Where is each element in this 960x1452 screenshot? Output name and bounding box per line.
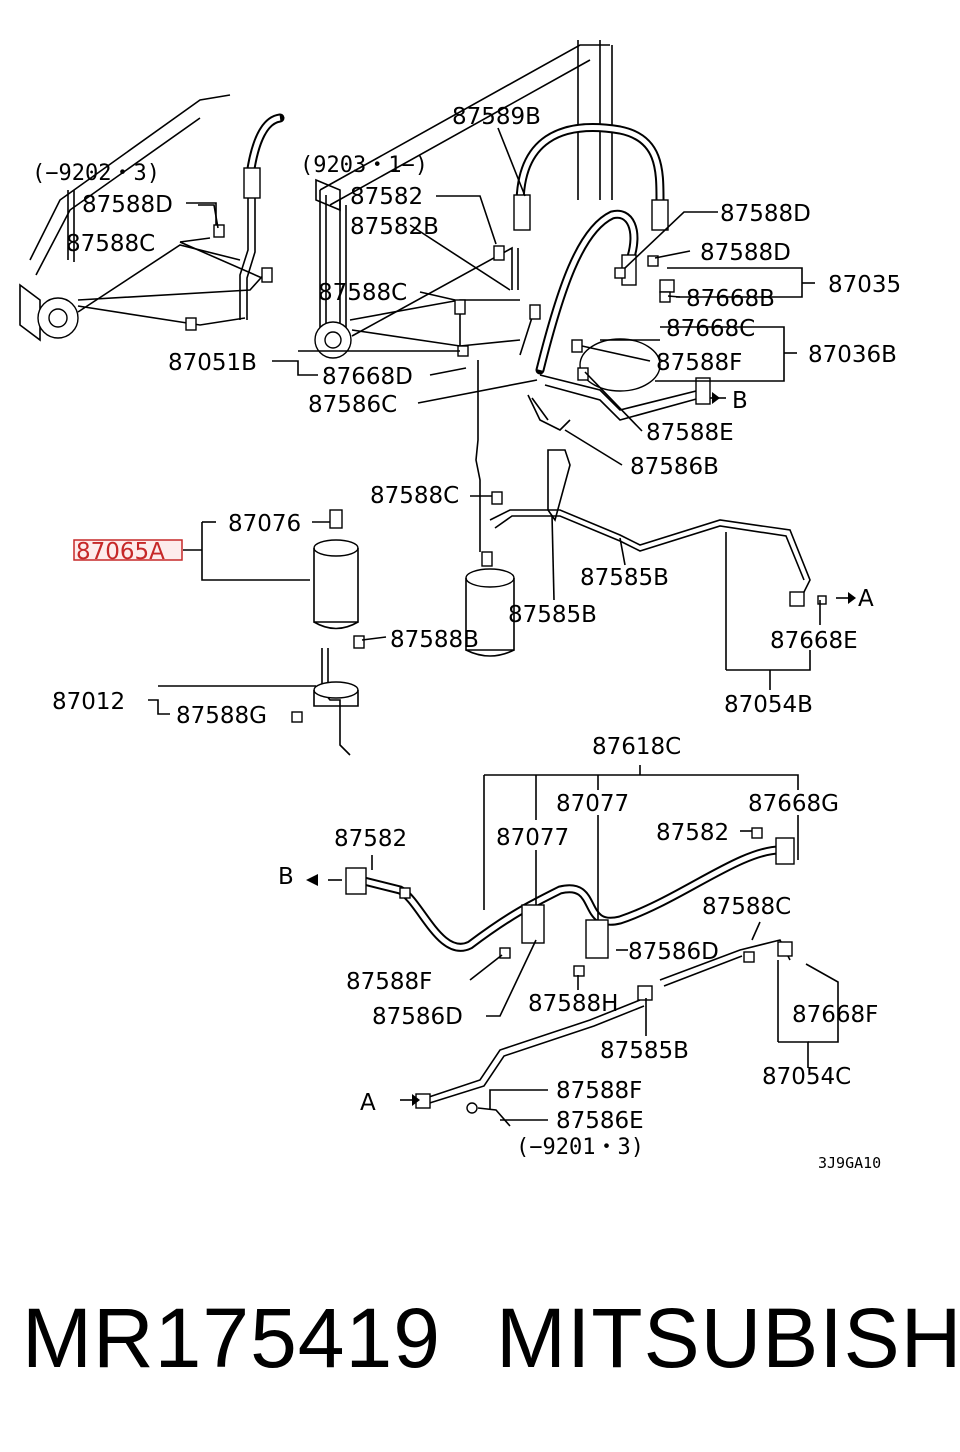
part-label[interactable]: 87582 bbox=[334, 826, 407, 852]
part-label[interactable]: 87588G bbox=[176, 703, 267, 729]
part-label[interactable]: 87051B bbox=[168, 350, 257, 376]
drawing-code: 3J9GA10 bbox=[818, 1154, 881, 1172]
date-code-top-mid: (9203・1−) bbox=[300, 153, 428, 178]
leader-lines bbox=[148, 127, 848, 1121]
part-label[interactable]: B bbox=[732, 388, 748, 414]
part-label[interactable]: 87588B bbox=[390, 627, 479, 653]
part-number: MR175419 bbox=[22, 1291, 441, 1385]
part-label[interactable]: 87589B bbox=[452, 104, 541, 130]
part-label[interactable]: 87054C bbox=[762, 1064, 851, 1090]
part-label[interactable]: 87588H bbox=[528, 991, 618, 1017]
part-label[interactable]: 87588C bbox=[370, 483, 459, 509]
part-label[interactable]: 87588E bbox=[646, 420, 734, 446]
part-label[interactable]: 87586B bbox=[630, 454, 719, 480]
part-label[interactable]: 87618C bbox=[592, 734, 681, 760]
part-label[interactable]: 87588D bbox=[720, 201, 811, 227]
parts-diagram: (−9202・3) (9203・1−) (−9201・3) 87589B 875… bbox=[19, 40, 901, 1172]
part-label[interactable]: 87588F bbox=[556, 1078, 642, 1104]
condenser-mid-drawing bbox=[314, 40, 711, 431]
part-label[interactable]: 87035 bbox=[828, 272, 901, 298]
part-label[interactable]: 87668F bbox=[792, 1002, 878, 1028]
part-label[interactable]: 87668B bbox=[686, 286, 775, 312]
date-codes: (−9202・3) (9203・1−) (−9201・3) bbox=[32, 153, 644, 1160]
part-label[interactable]: 87582B bbox=[350, 214, 439, 240]
part-label-highlighted[interactable]: 87065A bbox=[76, 539, 165, 565]
part-label[interactable]: 87585B bbox=[600, 1038, 689, 1064]
receiver-dryer-drawing bbox=[291, 360, 827, 756]
part-label[interactable]: 87588F bbox=[656, 350, 742, 376]
part-label[interactable]: 87077 bbox=[556, 791, 629, 817]
part-label[interactable]: 87586C bbox=[308, 392, 397, 418]
part-label[interactable]: 87668D bbox=[322, 364, 413, 390]
part-label[interactable]: 87036B bbox=[808, 342, 897, 368]
part-label[interactable]: 87588D bbox=[700, 240, 791, 266]
condenser-left-drawing bbox=[19, 94, 285, 342]
part-label[interactable]: 87668C bbox=[666, 316, 755, 342]
part-label[interactable]: 87054B bbox=[724, 692, 813, 718]
part-label[interactable]: 87585B bbox=[508, 602, 597, 628]
part-label[interactable]: 87582 bbox=[350, 184, 423, 210]
part-label[interactable]: 87582 bbox=[656, 820, 729, 846]
part-label[interactable]: 87588F bbox=[346, 969, 432, 995]
part-label[interactable]: 87668E bbox=[770, 628, 858, 654]
lower-hose-drawing bbox=[345, 827, 795, 1127]
part-label[interactable]: 87586E bbox=[556, 1108, 644, 1134]
part-label[interactable]: 87588C bbox=[318, 280, 407, 306]
part-label[interactable]: 87076 bbox=[228, 511, 301, 537]
flow-arrows bbox=[306, 392, 856, 1106]
part-label[interactable]: 87585B bbox=[580, 565, 669, 591]
date-code-bottom: (−9201・3) bbox=[516, 1135, 644, 1160]
part-label[interactable]: A bbox=[360, 1090, 376, 1116]
part-label[interactable]: A bbox=[858, 586, 874, 612]
part-label[interactable]: 87668G bbox=[748, 791, 839, 817]
part-label[interactable]: 87012 bbox=[52, 689, 125, 715]
part-label[interactable]: 87588D bbox=[82, 192, 173, 218]
part-label[interactable]: B bbox=[278, 864, 294, 890]
part-label[interactable]: 87586D bbox=[628, 939, 719, 965]
date-code-top-left: (−9202・3) bbox=[32, 161, 160, 186]
part-label[interactable]: 87077 bbox=[496, 825, 569, 851]
brand-name: MITSUBISHI bbox=[496, 1291, 960, 1385]
part-labels: 87589B 87588D 87588C 87582 87582B 87588C… bbox=[52, 104, 901, 1134]
part-label[interactable]: 87586D bbox=[372, 1004, 463, 1030]
part-label[interactable]: 87588C bbox=[702, 894, 791, 920]
highlight-box bbox=[73, 539, 183, 561]
part-label[interactable]: 87588C bbox=[66, 231, 155, 257]
